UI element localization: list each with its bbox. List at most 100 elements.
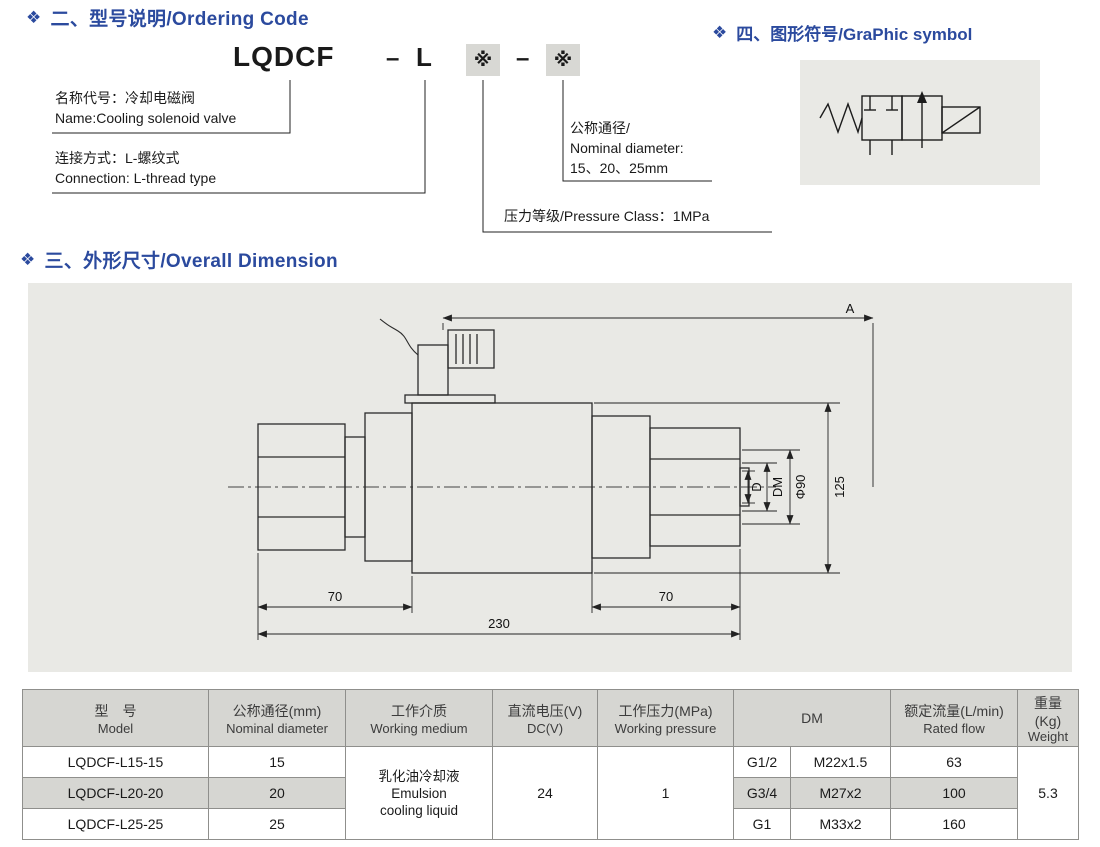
ordering-code-heading: ❖ 二、型号说明/Ordering Code [26, 4, 309, 31]
cell-dm-m: M22x1.5 [790, 746, 891, 778]
medium-line-en1: Emulsion [391, 785, 447, 801]
cell-diameter: 15 [208, 746, 346, 778]
cell-dm-m: M27x2 [790, 777, 891, 809]
connection-callout: 连接方式：L-螺纹式 Connection: L-thread type [55, 148, 216, 188]
cable-wire [379, 318, 419, 356]
pressure-callout-line [482, 80, 772, 233]
dim-a-label: A [846, 301, 855, 316]
header-voltage-en: DC(V) [526, 720, 564, 736]
overall-dimension-title: 三、外形尺寸/Overall Dimension [44, 251, 338, 272]
dim-125-label: 125 [832, 476, 847, 498]
code-dash-2: – [516, 45, 530, 72]
cell-dm-g: G1/2 [733, 746, 791, 778]
name-callout-cn: 名称代号：冷却电磁阀 [55, 90, 195, 106]
diameter-callout-values: 15、20、25mm [570, 160, 669, 176]
header-diameter: 公称通径(mm) Nominal diameter [208, 689, 346, 747]
header-pressure-en: Working pressure [614, 720, 717, 736]
dim-70-right-label: 70 [659, 589, 673, 604]
dimension-labels: A 125 Φ90 DM D 70 70 230 [328, 301, 855, 631]
cell-weight: 5.3 [1017, 746, 1079, 840]
flow-arrowhead [917, 91, 927, 103]
cell-flow: 160 [890, 808, 1018, 840]
table-row: LQDCF-L25-25 25 G1 M33x2 160 [22, 808, 1079, 840]
medium-line-cn: 乳化油冷却液 [378, 768, 460, 784]
cell-voltage: 24 [492, 746, 598, 840]
main-body [411, 402, 593, 574]
graphic-symbol-heading: ❖ 四、图形符号/GraPhic symbol [712, 20, 972, 45]
hydraulic-symbol [819, 91, 981, 155]
header-diameter-en: Nominal diameter [226, 720, 328, 736]
diameter-callout-line [562, 80, 712, 182]
table-header-row: 型 号 Model 公称通径(mm) Nominal diameter 工作介质… [22, 689, 1079, 747]
symbol-left-cell [861, 95, 903, 141]
dim-dm-label: DM [770, 477, 785, 497]
header-flow-en: Rated flow [923, 720, 985, 736]
code-star-1: ※ [466, 44, 500, 76]
overall-dimension-heading: ❖ 三、外形尺寸/Overall Dimension [20, 246, 338, 273]
name-callout: 名称代号：冷却电磁阀 Name:Cooling solenoid valve [55, 88, 236, 128]
header-diameter-cn: 公称通径(mm) [232, 702, 322, 719]
connector-cap [447, 329, 495, 369]
diameter-callout-en: Nominal diameter: [570, 140, 684, 156]
table-row: LQDCF-L20-20 20 G3/4 M27x2 100 [22, 777, 1079, 809]
connector-flange [404, 394, 496, 404]
connection-callout-line [52, 80, 426, 194]
header-flow-cn: 额定流量(L/min) [904, 702, 1004, 719]
dim-phi90-label: Φ90 [793, 475, 808, 500]
header-model: 型 号 Model [22, 689, 209, 747]
header-flow: 额定流量(L/min) Rated flow [890, 689, 1018, 747]
name-callout-line [52, 80, 291, 134]
cell-model: LQDCF-L15-15 [22, 746, 209, 778]
cell-dm-g: G3/4 [733, 777, 791, 809]
code-dash-1: – [386, 45, 400, 72]
code-model: LQDCF [233, 41, 335, 72]
connector-neck [417, 344, 449, 396]
header-medium-en: Working medium [370, 720, 468, 736]
header-medium-cn: 工作介质 [391, 702, 447, 719]
cell-diameter: 25 [208, 808, 346, 840]
graphic-symbol-panel [800, 60, 1040, 185]
cell-model: LQDCF-L25-25 [22, 808, 209, 840]
pressure-callout: 压力等级/Pressure Class：1MPa [504, 206, 709, 226]
cell-flow: 100 [890, 777, 1018, 809]
cell-diameter: 20 [208, 777, 346, 809]
cell-pressure: 1 [597, 746, 734, 840]
header-pressure: 工作压力(MPa) Working pressure [597, 689, 734, 747]
header-dm: DM [733, 689, 891, 747]
spec-table: 型 号 Model 公称通径(mm) Nominal diameter 工作介质… [22, 689, 1079, 840]
connection-callout-en: Connection: L-thread type [55, 170, 217, 186]
solenoid-icon [941, 106, 981, 134]
diamond-icon: ❖ [20, 250, 36, 269]
cell-medium: 乳化油冷却液 Emulsion cooling liquid [345, 746, 493, 840]
diameter-callout-cn: 公称通径/ [570, 120, 630, 136]
cell-model: LQDCF-L20-20 [22, 777, 209, 809]
header-model-cn: 型 号 [94, 702, 137, 719]
diameter-callout: 公称通径/ Nominal diameter: 15、20、25mm [570, 118, 684, 178]
dimension-drawing: A 125 Φ90 DM D 70 70 230 [228, 301, 874, 640]
code-connection: L [416, 42, 432, 72]
dimension-lines [257, 314, 874, 640]
valve-body [257, 318, 750, 574]
dim-d-label: D [749, 482, 764, 491]
dim-70-left-label: 70 [328, 589, 342, 604]
table-row: LQDCF-L15-15 15 乳化油冷却液 Emulsion cooling … [22, 746, 1079, 840]
header-weight: 重量(Kg) Weight [1017, 689, 1079, 747]
name-callout-en: Name:Cooling solenoid valve [55, 110, 237, 126]
spring-icon [819, 101, 863, 135]
pressure-callout-text: 压力等级/Pressure Class：1MPa [504, 208, 710, 224]
connection-callout-cn: 连接方式：L-螺纹式 [55, 150, 180, 166]
header-model-en: Model [97, 720, 134, 736]
dim-230-label: 230 [488, 616, 510, 631]
graphic-symbol-title: 四、图形符号/GraPhic symbol [736, 25, 973, 44]
header-weight-cn: 重量(Kg) [1034, 694, 1062, 729]
header-voltage-cn: 直流电压(V) [507, 702, 583, 719]
header-pressure-cn: 工作压力(MPa) [618, 702, 713, 719]
callout-lines [52, 80, 772, 233]
diamond-icon: ❖ [712, 23, 728, 42]
cell-dm-m: M33x2 [790, 808, 891, 840]
header-medium: 工作介质 Working medium [345, 689, 493, 747]
medium-line-en2: cooling liquid [379, 802, 459, 818]
diamond-icon: ❖ [26, 8, 42, 27]
dimension-panel: A 125 Φ90 DM D 70 70 230 [28, 283, 1072, 672]
cell-dm-g: G1 [733, 808, 791, 840]
